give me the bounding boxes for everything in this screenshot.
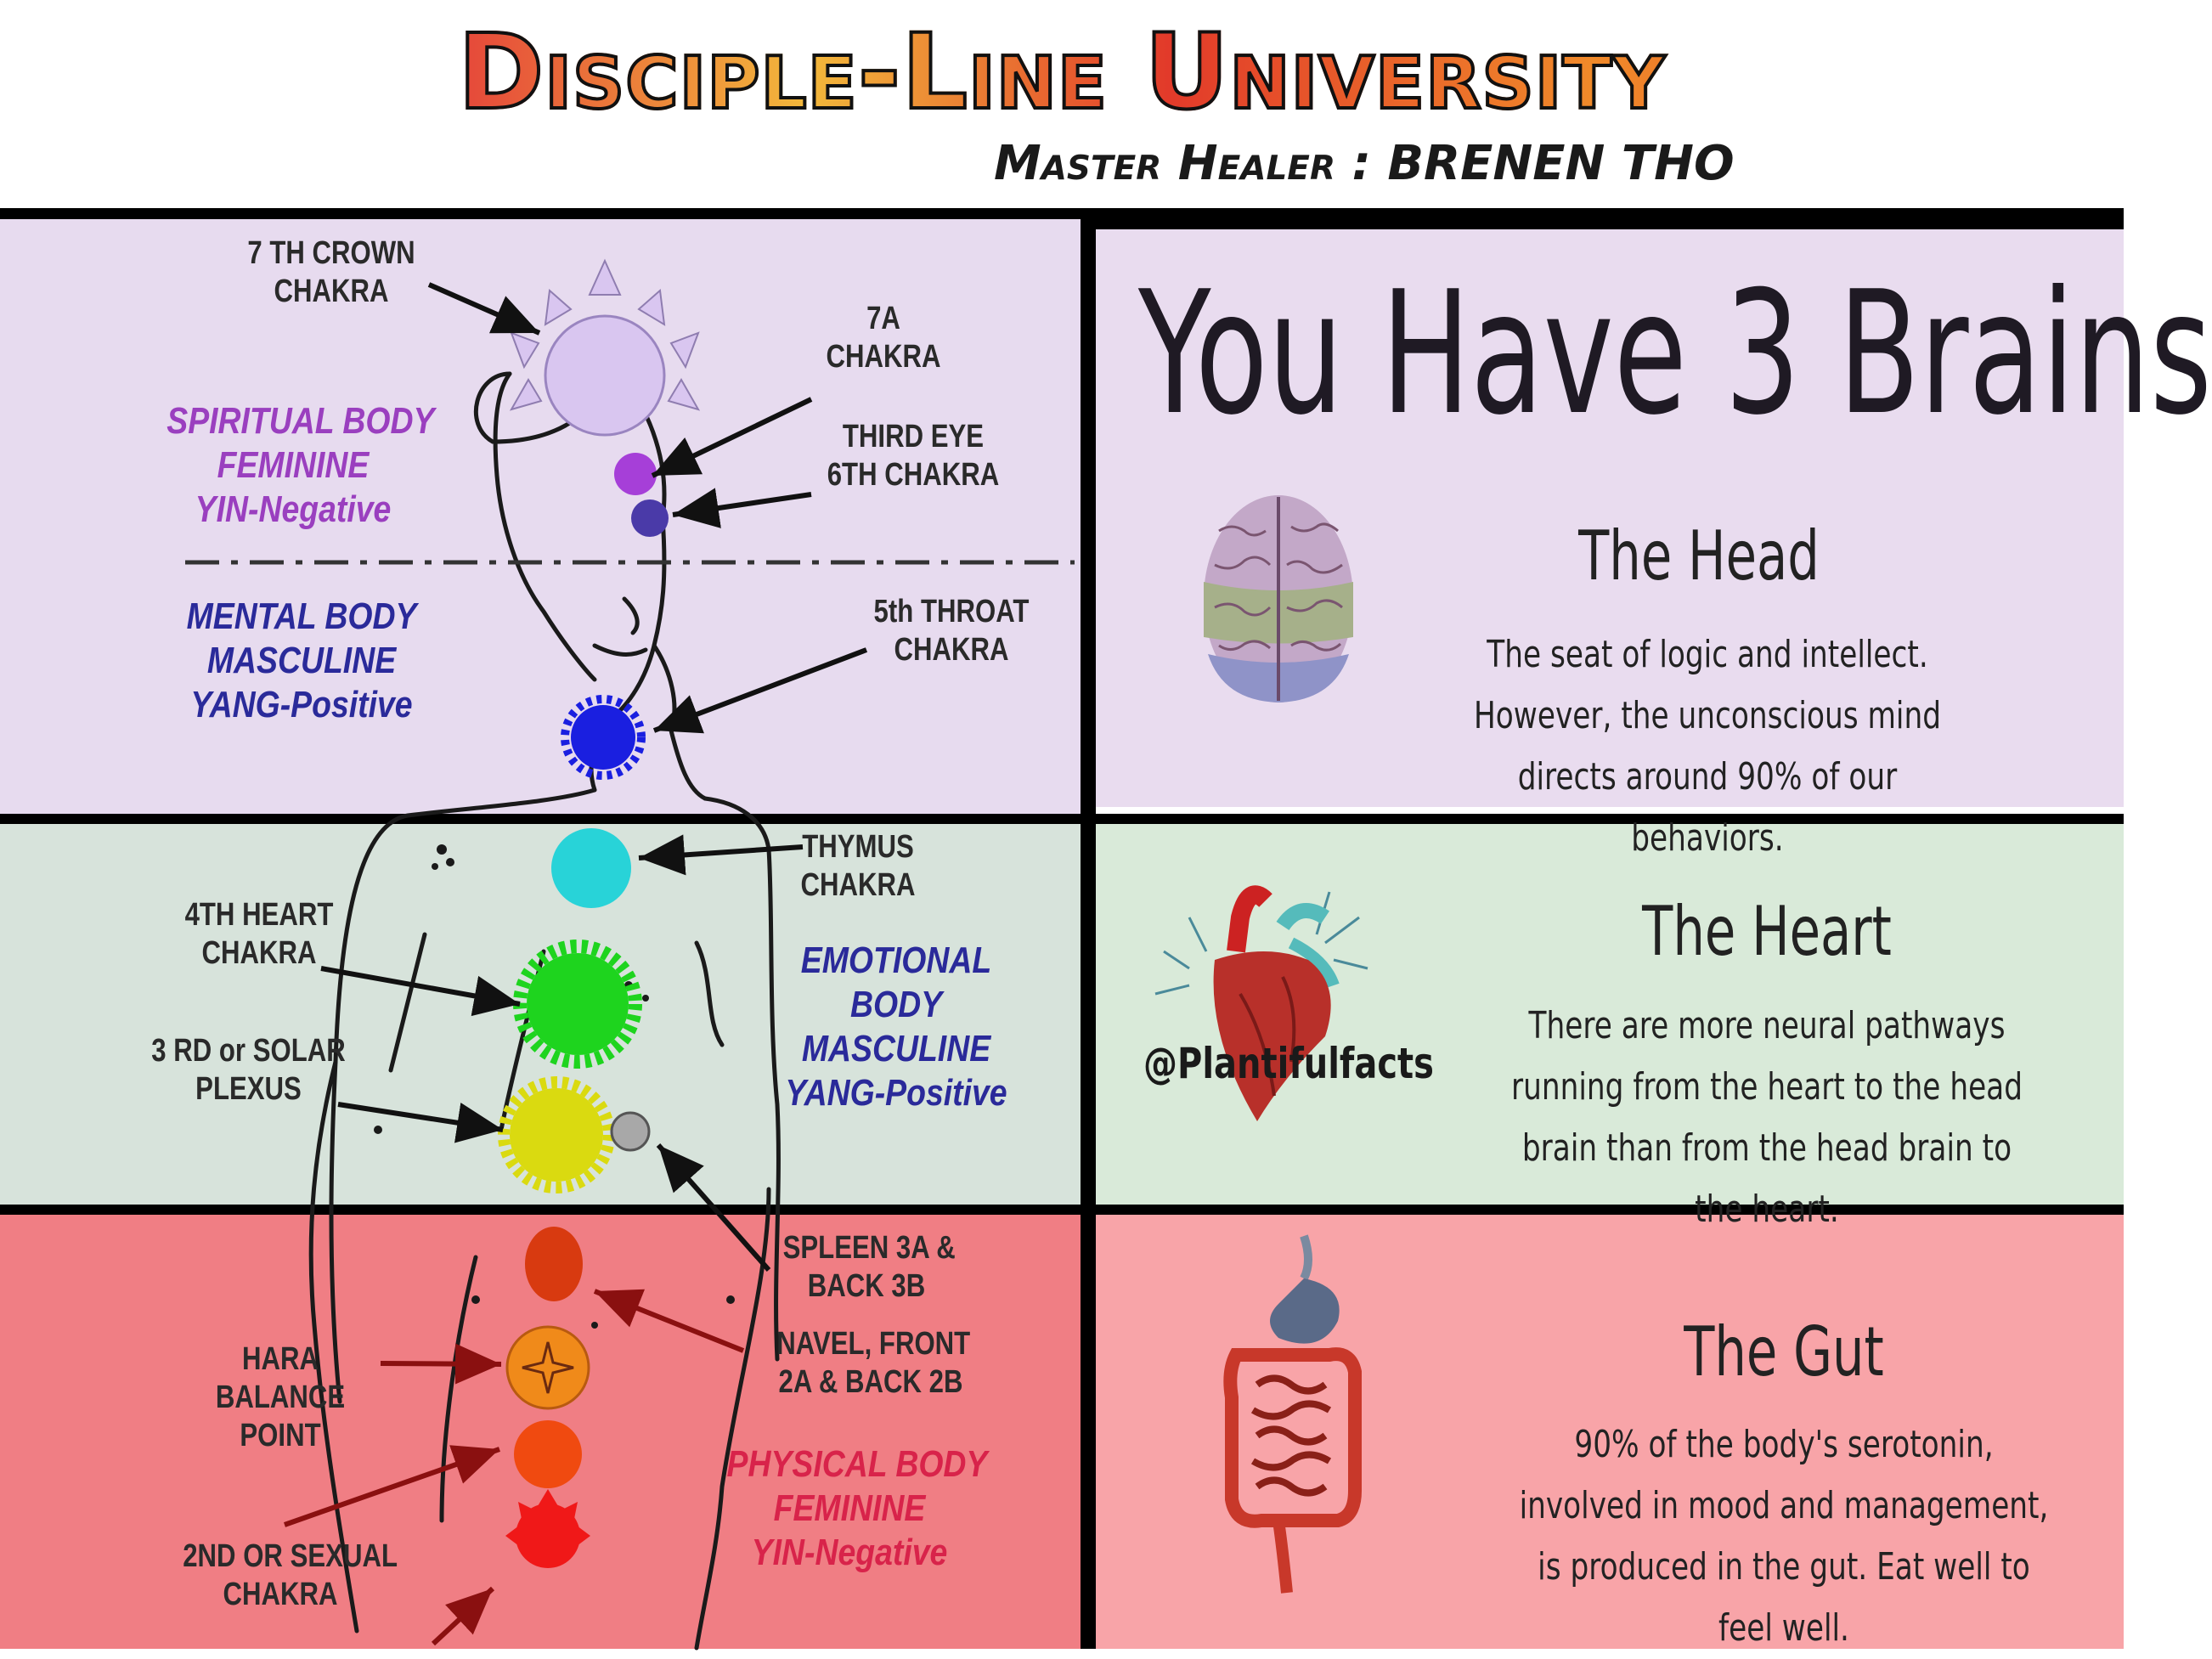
three-brains-headline: You Have 3 Brains	[1138, 255, 2212, 453]
lower-divider	[0, 1205, 2124, 1215]
hara-chakra	[505, 1325, 590, 1410]
spleen-chakra	[610, 1111, 651, 1152]
crown-chakra	[509, 258, 701, 437]
navel-chakra	[525, 1227, 583, 1301]
throat-chakra	[561, 695, 646, 780]
head-section-text: The seat of logic and intellect. However…	[1473, 633, 1942, 860]
spleen-chakra-label: SPLEEN 3A &BACK 3B	[782, 1230, 956, 1304]
gut-icon	[1223, 1234, 1362, 1594]
sexual-chakra	[514, 1420, 582, 1488]
heart-section-text: There are more neural pathways running f…	[1510, 1004, 2023, 1231]
header: Disciple-Line University Master Healer :…	[0, 0, 2124, 208]
spiritual-mental-band	[0, 219, 1081, 814]
gut-section-text: 90% of the body's serotonin, involved in…	[1519, 1423, 2049, 1650]
gut-section-title: The Gut	[1684, 1312, 1884, 1391]
middle-divider	[0, 814, 2124, 824]
page-title: Disciple-Line University	[0, 10, 2124, 134]
diagram-arrows	[284, 282, 868, 1646]
vertical-divider	[1081, 219, 1096, 1649]
right-top-rule	[1096, 219, 2124, 229]
chakra-figure-diagram	[185, 258, 1075, 1651]
solar-plexus-chakra	[498, 1076, 615, 1193]
heart-organ-icon	[1154, 885, 1368, 1121]
page-subtitle: Master Healer : BRENEN THO	[994, 136, 1735, 191]
third-eye-chakra	[631, 499, 669, 537]
plantifulfacts-watermark: @Plantifulfacts	[1143, 1039, 1434, 1088]
heart-chakra	[513, 940, 642, 1069]
brain-icon	[1204, 495, 1353, 703]
thymus-chakra	[551, 828, 631, 908]
heart-section-title: The Heart	[1642, 892, 1892, 971]
human-figure-outline	[308, 361, 781, 1651]
seven-a-chakra	[614, 453, 657, 495]
root-chakra	[505, 1489, 590, 1568]
head-section-title: The Head	[1578, 516, 1820, 595]
top-divider	[0, 208, 2124, 219]
